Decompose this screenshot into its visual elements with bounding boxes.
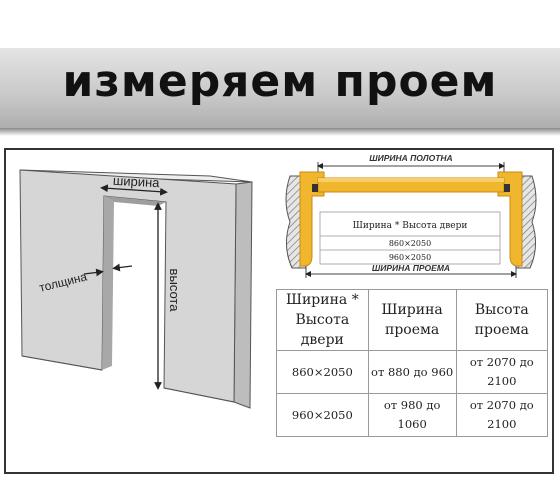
table-cell: от 2070 до 2100 [455, 350, 549, 394]
opening-width-label: ШИРИНА ПРОЕМА [372, 263, 450, 273]
inner-table-header: Ширина * Высота двери [353, 221, 468, 231]
height-label: высота [167, 269, 182, 313]
frame-section-diagram: ШИРИНА ПОЛОТНА Ширина * Высота двери 860… [285, 153, 537, 278]
inner-table [319, 211, 501, 265]
table-row: 960×2050 от 980 до 1060 от 2070 до 2100 [276, 393, 549, 437]
thickness-arrow-left [83, 268, 104, 277]
inner-table-row: 860×2050 [389, 239, 431, 248]
opening-left-reveal [102, 196, 114, 370]
wall-diagram: ширина высота толщина [19, 169, 253, 409]
table-row: 860×2050 от 880 до 960 от 2070 до 2100 [276, 350, 549, 394]
banner-shadow [0, 128, 560, 136]
header-opening-height: Высота проема [455, 289, 549, 351]
inner-table-row: 960×2050 [389, 253, 431, 262]
wall-side-face [233, 181, 253, 409]
table-header-row: Ширина * Высота двери Ширина проема Высо… [276, 289, 549, 351]
leaf-width-label: ШИРИНА ПОЛОТНА [369, 153, 452, 163]
door-leaf-highlight [318, 178, 504, 182]
header-opening-width: Ширина проема [367, 289, 457, 351]
opening-top-reveal [104, 196, 166, 206]
width-arrow [100, 184, 168, 196]
left-seal [312, 184, 318, 192]
table-cell: 960×2050 [276, 393, 369, 437]
right-seal [504, 184, 510, 192]
width-label: ширина [113, 173, 161, 190]
table-cell: от 880 до 960 [367, 350, 457, 394]
table-cell: 860×2050 [276, 350, 369, 394]
title-banner [0, 48, 560, 134]
thickness-arrow-right [112, 263, 133, 272]
header-door-size: Ширина * Высота двери [276, 289, 369, 351]
right-jamb [497, 171, 523, 267]
page-title: измеряем проем [62, 56, 498, 107]
left-jamb [299, 171, 325, 267]
dimensions-table: Ширина * Высота двери Ширина проема Высо… [276, 289, 549, 437]
table-cell: от 980 до 1060 [367, 393, 457, 437]
table-cell: от 2070 до 2100 [455, 393, 549, 437]
